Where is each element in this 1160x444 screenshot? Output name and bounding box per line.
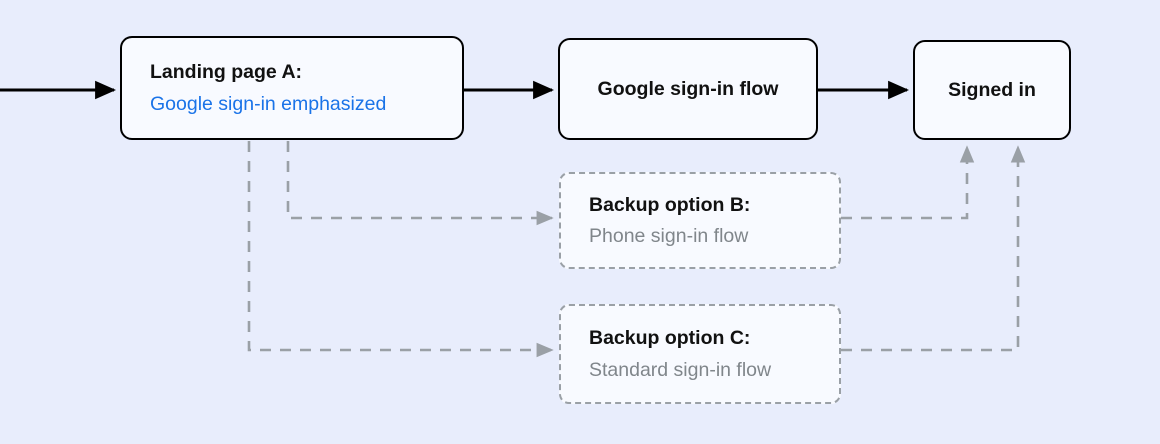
- edge-landing-to-backup-c: [247, 141, 554, 358]
- landing-page-a-title: Landing page A:: [150, 61, 303, 84]
- signed-in-label: Signed in: [948, 78, 1036, 101]
- edge-backup-c-to-signed: [841, 145, 1026, 352]
- node-landing-page-a[interactable]: Landing page A: Google sign-in emphasize…: [120, 36, 464, 140]
- backup-option-b-title: Backup option B:: [589, 193, 751, 216]
- node-google-sign-in-flow[interactable]: Google sign-in flow: [558, 38, 818, 140]
- node-signed-in[interactable]: Signed in: [913, 40, 1071, 140]
- edge-landing-to-backup-b: [286, 141, 554, 226]
- edge-backup-b-to-signed: [841, 145, 975, 220]
- landing-page-a-subtitle: Google sign-in emphasized: [150, 92, 387, 115]
- backup-option-c-subtitle: Standard sign-in flow: [589, 358, 772, 381]
- backup-option-c-title: Backup option C:: [589, 327, 751, 350]
- google-sign-in-flow-label: Google sign-in flow: [597, 77, 779, 100]
- backup-option-b-subtitle: Phone sign-in flow: [589, 225, 749, 247]
- node-backup-option-b[interactable]: Backup option B: Phone sign-in flow: [559, 172, 841, 269]
- node-backup-option-c[interactable]: Backup option C: Standard sign-in flow: [559, 304, 841, 404]
